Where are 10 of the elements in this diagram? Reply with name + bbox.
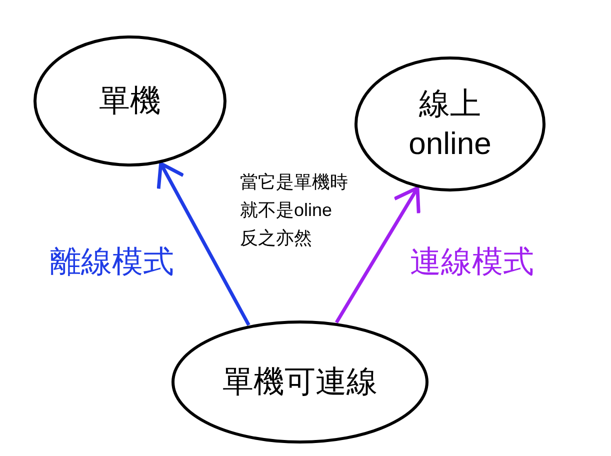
node-label: 單機 — [99, 82, 161, 120]
ellipse-node — [171, 320, 429, 444]
node-label: online — [408, 125, 492, 163]
arrow — [334, 186, 420, 324]
arrow — [156, 162, 250, 326]
note-text: 當它是單機時就不是oline反之亦然 — [240, 171, 349, 250]
node-label: 單機可連線 — [222, 363, 378, 401]
ellipse-node — [33, 35, 227, 167]
node-label: 線上 — [419, 85, 481, 123]
ellipse-node — [354, 56, 546, 192]
